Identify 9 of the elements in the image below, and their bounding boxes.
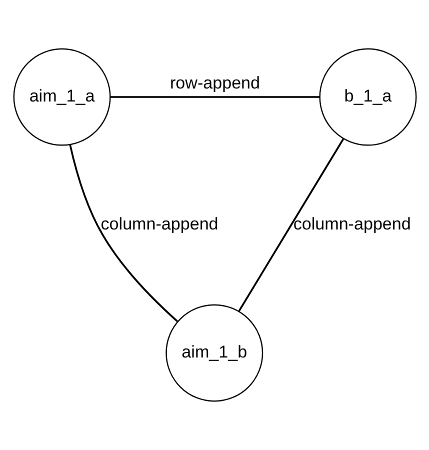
edge-label: row-append — [169, 74, 260, 93]
node-circle: aim_1_a — [12, 48, 110, 146]
connector — [110, 96, 320, 98]
edge-label: column-append — [292, 214, 410, 234]
node-circle: aim_1_b — [165, 304, 263, 402]
edge-label: column-append — [100, 214, 218, 234]
connector — [68, 144, 178, 322]
node-circle: b_1_a — [318, 48, 416, 146]
connector — [238, 138, 344, 312]
